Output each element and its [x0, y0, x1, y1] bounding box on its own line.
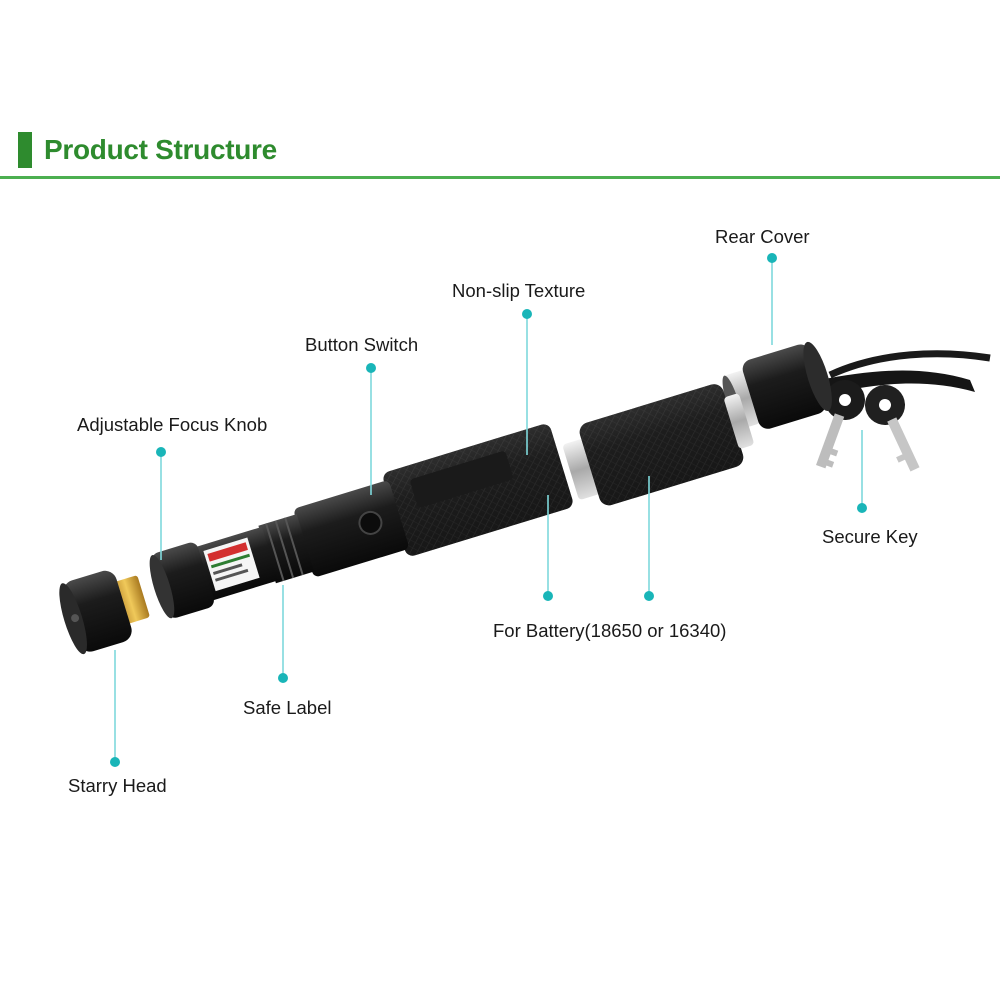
secure-keys: [816, 380, 865, 469]
callout-adjustable-focus-knob: Adjustable Focus Knob: [77, 414, 268, 435]
main-body: [149, 424, 573, 619]
callout-dot: [278, 673, 288, 683]
callout-non-slip-texture: Non-slip Texture: [452, 280, 586, 301]
header-divider: [0, 176, 1000, 179]
page-title: Product Structure: [44, 134, 277, 165]
callout-dot: [767, 253, 777, 263]
callout-lines: [114, 258, 863, 762]
starry-head-part: [59, 570, 150, 655]
callout-secure-key: Secure Key: [822, 526, 918, 547]
callout-dot: [110, 757, 120, 767]
header-accent-bar: [18, 132, 32, 168]
callout-dot: [522, 309, 532, 319]
callout-dot: [156, 447, 166, 457]
callout-dot: [366, 363, 376, 373]
callout-safe-label: Safe Label: [243, 697, 332, 718]
callout-dot: [857, 503, 867, 513]
callout-dot: [644, 591, 654, 601]
battery-tube: [563, 384, 754, 506]
callout-button-switch: Button Switch: [305, 334, 419, 355]
lanyard: [820, 370, 975, 395]
callout-for-battery: For Battery(18650 or 16340): [493, 620, 727, 641]
callout-dots: [110, 253, 867, 767]
callout-dot: [543, 591, 553, 601]
callout-rear-cover: Rear Cover: [715, 226, 810, 247]
callout-starry-head: Starry Head: [68, 775, 167, 796]
